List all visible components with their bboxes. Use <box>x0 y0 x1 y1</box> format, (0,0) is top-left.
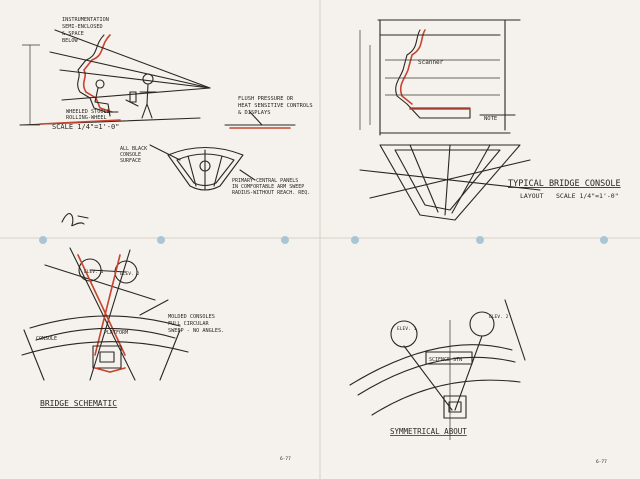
page-number-br: 6-77 <box>596 459 607 465</box>
label-elev2-br: ELEV. 2 <box>489 314 509 320</box>
label-layout: LAYOUT <box>520 192 544 200</box>
title-symmetrical: SYMMETRICAL ABOUT <box>390 427 467 436</box>
flush-panel-drawing <box>224 111 296 129</box>
label-molded2: FULL CIRCULAR <box>168 321 209 327</box>
label-platform: PLATFORM <box>104 330 128 336</box>
binder-hole-4 <box>351 236 359 244</box>
symmetrical-plan-drawing <box>349 299 526 440</box>
label-allblack: ALL BLACK <box>120 146 147 152</box>
bridge-schematic-drawing <box>21 247 189 381</box>
binder-hole-3 <box>281 236 289 244</box>
typical-console-drawing <box>359 19 541 221</box>
label-scanner: Scanner <box>418 59 444 66</box>
label-primary: PRIMARY CENTRAL PANELS <box>232 178 298 184</box>
label-instr4: BELOW <box>62 38 78 44</box>
title-bridge-schematic: BRIDGE SCHEMATIC <box>40 399 117 408</box>
label-console: CONSOLE <box>36 336 57 342</box>
label-molded3: SWEEP - NO ANGLES. <box>168 328 224 334</box>
label-allblack2: CONSOLE <box>120 152 141 158</box>
label-flush: FLUSH PRESSURE OR <box>238 96 294 102</box>
label-instr2: SEMI-ENCLOSED <box>62 24 103 30</box>
label-primary2: IN COMFORTABLE ARM SWEEP <box>232 184 304 190</box>
binder-hole-6 <box>600 236 608 244</box>
label-elev2-bl: ELEV. 2 <box>120 271 140 277</box>
label-molded: MOLDED CONSOLES <box>168 314 215 320</box>
console-section-drawing <box>19 29 211 126</box>
label-elev1-bl: ELEV. 1 <box>84 269 104 275</box>
signature <box>61 213 89 227</box>
label-scale-tl: SCALE 1/4"=1'-0" <box>52 123 119 131</box>
title-typical-console: TYPICAL BRIDGE CONSOLE <box>508 179 621 189</box>
console-plan-drawing <box>149 144 256 191</box>
label-flush3: & DISPLAYS <box>238 110 270 116</box>
label-rolling2: ROLLING-WHEEL <box>66 115 107 121</box>
label-instr: INSTRUMENTATION <box>62 17 109 23</box>
label-scale-tr: SCALE 1/4"=1'-0" <box>556 192 619 200</box>
label-allblack3: SURFACE <box>120 158 141 164</box>
label-primary3: RADIUS-WITHOUT REACH. REQ. <box>232 190 310 196</box>
label-flush2: HEAT SENSITIVE CONTROLS <box>238 103 313 109</box>
label-instr3: & SPACE <box>62 31 84 37</box>
binder-hole-5 <box>476 236 484 244</box>
page-number-bl: 6-77 <box>280 456 291 462</box>
binder-hole-2 <box>157 236 165 244</box>
binder-hole-1 <box>39 236 47 244</box>
label-science: SCIENCE STN <box>429 357 462 363</box>
label-rolling: WHEELED STOOLS <box>66 109 110 115</box>
label-note: NOTE <box>484 116 497 122</box>
label-elev1-br: ELEV. 1 <box>397 326 417 332</box>
